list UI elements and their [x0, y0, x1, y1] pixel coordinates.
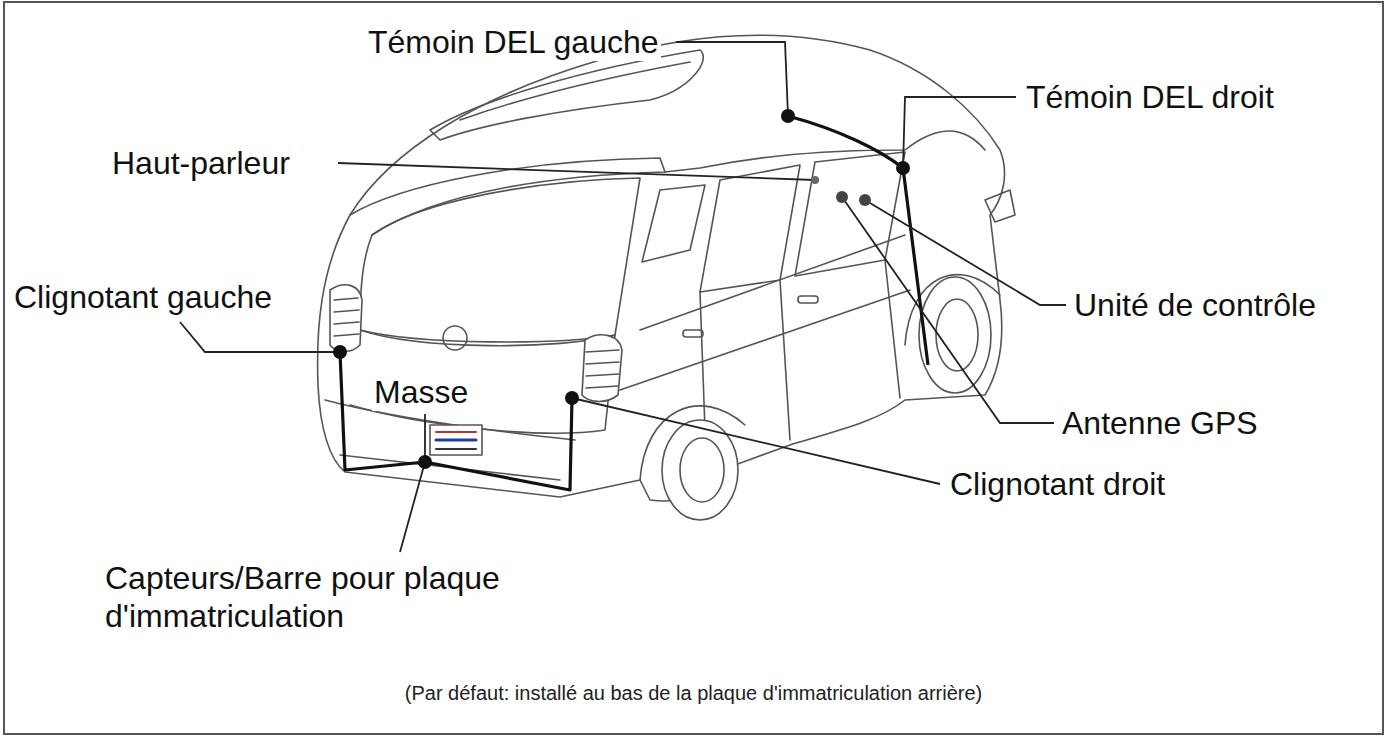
car-outline	[318, 35, 1015, 520]
part-label: Témoin DEL gauche	[366, 23, 661, 61]
part-label: Témoin DEL droit	[1024, 78, 1276, 116]
part-label: Antenne GPS	[1060, 404, 1260, 442]
part-label: Masse	[372, 373, 470, 411]
caption: (Par défaut: installé au bas de la plaqu…	[0, 680, 1387, 706]
leader-lines	[180, 42, 1066, 552]
frame	[4, 2, 1383, 734]
part-label: Clignotant droit	[948, 465, 1167, 503]
part-label: Clignotant gauche	[12, 278, 274, 316]
part-label: Capteurs/Barre pour plaque d'immatricula…	[103, 559, 607, 635]
part-label: Haut-parleur	[110, 144, 292, 182]
part-label: Unité de contrôle	[1072, 286, 1318, 324]
wire-harness	[340, 116, 928, 490]
connection-dots	[333, 109, 910, 469]
